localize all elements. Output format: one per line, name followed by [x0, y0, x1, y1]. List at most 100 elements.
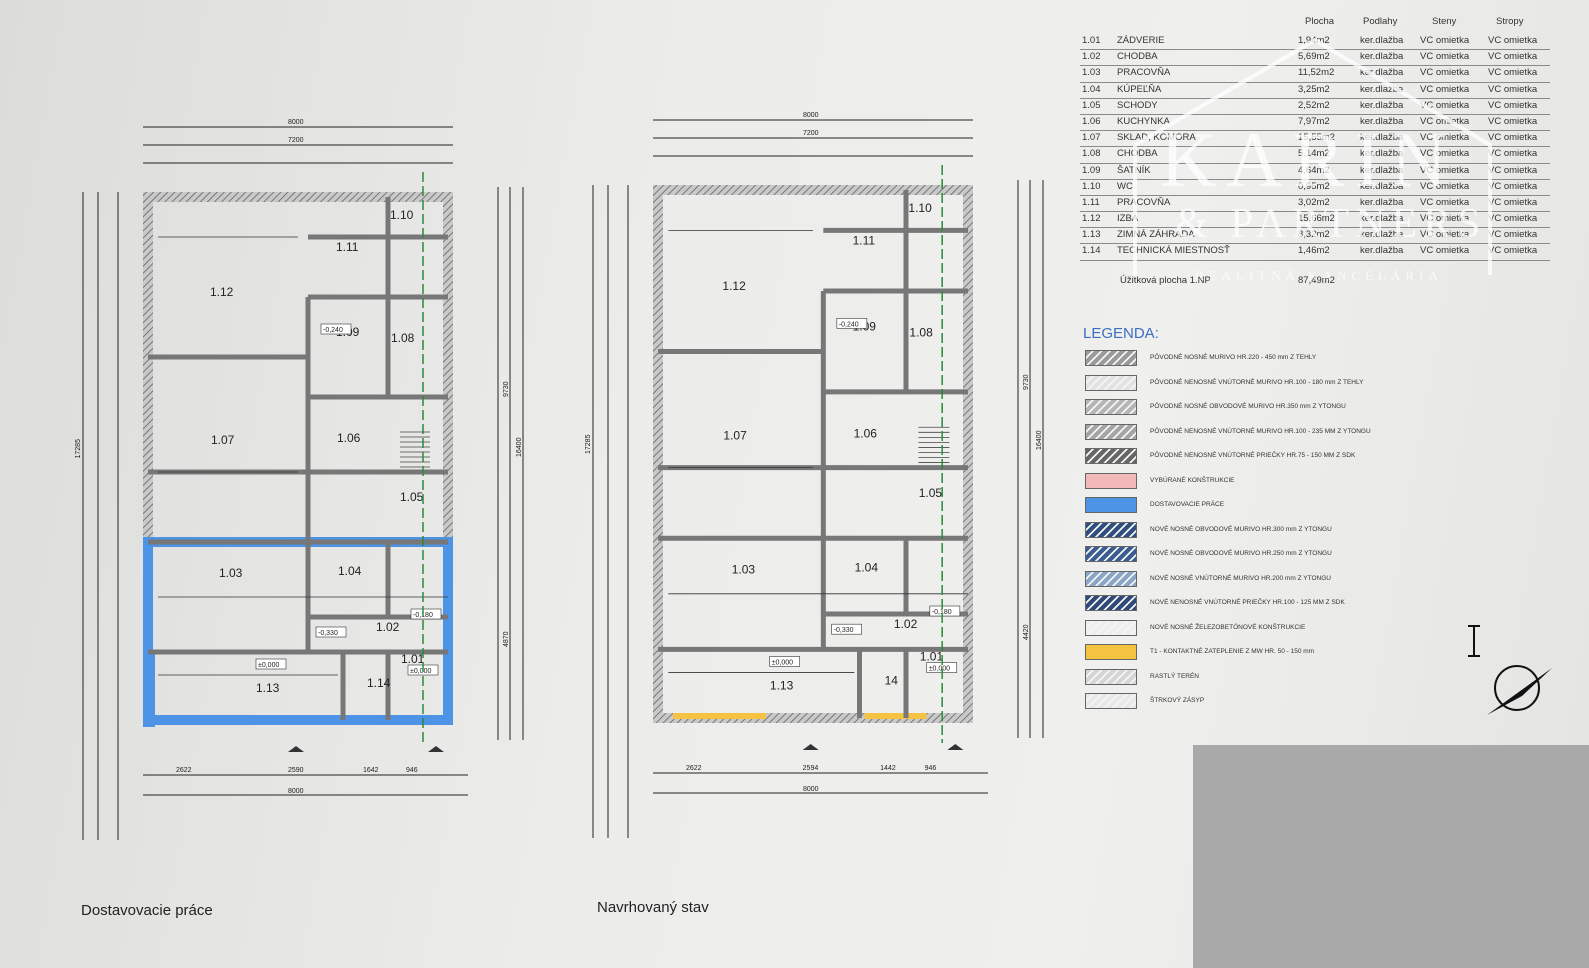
room-ceiling: VC omietka: [1488, 164, 1538, 176]
room-number: 1.01: [1082, 35, 1101, 46]
room-floor: ker.dlažba: [1360, 115, 1404, 127]
legend: LEGENDA: PÔVODNÉ NOSNÉ MURIVO HR.220 - 4…: [1083, 325, 1371, 718]
room-ceiling: VC omietka: [1488, 67, 1538, 79]
dimension-text: 8000: [288, 788, 304, 795]
level-mark-box: [315, 626, 347, 638]
room-label: 1.11: [336, 240, 359, 254]
room-area: 2,52m2: [1298, 99, 1330, 111]
dimension-text: 16400: [516, 437, 523, 457]
dimension-text: 8000: [803, 786, 819, 793]
room-number: 1.14: [1082, 245, 1101, 257]
room-floor: ker.dlažba: [1360, 132, 1404, 144]
room-walls: VC omietka: [1420, 35, 1470, 46]
legend-label: PÔVODNÉ NENOSNÉ VNÚTORNÉ MURIVO HR.100 -…: [1150, 378, 1364, 386]
room-area: 11,52m2: [1298, 67, 1335, 79]
legend-swatch: [1085, 570, 1137, 587]
legend-label: NOVÉ NOSNÉ OBVODOVÉ MURIVO HR.250 mm Z Y…: [1150, 550, 1332, 557]
room-area: 15,66m2: [1298, 213, 1335, 225]
legend-swatch: [1085, 546, 1137, 562]
room-label: 1.12: [210, 285, 234, 299]
room-ceiling: VC omietka: [1488, 51, 1538, 63]
room-ceiling: VC omietka: [1488, 213, 1538, 225]
room-floor: ker.dlažba: [1360, 180, 1404, 192]
room-label: 1.10: [908, 201, 932, 215]
total-label: Úžitková plocha 1.NP: [1120, 274, 1211, 286]
legend-item: PÔVODNÉ NENOSNÉ VNÚTORNÉ PRIEČKY HR.75 -…: [1083, 448, 1355, 473]
room-ceiling: VC omietka: [1488, 115, 1538, 127]
room-label: 1.04: [338, 564, 362, 578]
level-mark-box: [769, 656, 800, 667]
room-floor: ker.dlažba: [1360, 245, 1404, 257]
level-mark: ±0,000: [772, 659, 793, 666]
plan-navrhovany: 1.121.111.101.091.081.071.061.051.031.04…: [585, 112, 1044, 838]
room-walls: VC omietka: [1420, 99, 1470, 111]
room-area: 5,69m2: [1298, 51, 1330, 63]
dimension-text: 946: [925, 765, 937, 772]
legend-swatch: [1085, 644, 1137, 660]
room-floor: ker.dlažba: [1360, 35, 1404, 46]
room-label: 1.01: [401, 652, 425, 666]
exterior-wall: [143, 192, 453, 725]
dimension-text: 7200: [803, 130, 819, 137]
legend-item: PÔVODNÉ NOSNÉ OBVODOVÉ MURIVO HR.350 mm …: [1083, 399, 1346, 424]
room-walls: VC omietka: [1420, 67, 1470, 79]
legend-label: RASTLÝ TERÉN: [1150, 672, 1200, 680]
level-mark: ±0,000: [410, 668, 431, 675]
legend-swatch: [1085, 668, 1137, 685]
header-plocha: Plocha: [1305, 16, 1335, 27]
section-marker: [802, 744, 819, 750]
room-number: 1.08: [1082, 148, 1101, 160]
room-number: 1.04: [1082, 83, 1101, 95]
legend-swatch: [1085, 423, 1137, 440]
room-area: 1,94m2: [1298, 35, 1330, 46]
dimension-text: 2590: [288, 767, 304, 774]
level-mark: -0,240: [323, 327, 343, 334]
new-construction-fill: [143, 652, 155, 727]
room-ceiling: VC omietka: [1488, 229, 1538, 241]
level-mark: ±0,000: [258, 662, 279, 669]
room-label: 14: [885, 674, 899, 688]
room-floor: ker.dlažba: [1360, 83, 1404, 95]
legend-item: T1 - KONTAKTNÉ ZATEPLENIE Z MW HR. 50 - …: [1083, 644, 1314, 669]
legend-label: NOVÉ NOSNÉ ŽELEZOBETÓNOVÉ KONŠTRUKCIE: [1150, 623, 1306, 631]
legend-swatch: [1085, 374, 1137, 391]
header-steny: Steny: [1432, 16, 1457, 27]
table-total-row: Úžitková plocha 1.NP 87,49m2: [1080, 273, 1550, 291]
legend-swatch: [1085, 399, 1137, 415]
legend-title: LEGENDA:: [1083, 325, 1159, 342]
room-label: 1.02: [894, 617, 918, 631]
room-name: WC: [1117, 180, 1133, 192]
room-name: CHODBA: [1117, 148, 1158, 160]
room-number: 1.07: [1082, 132, 1101, 144]
legend-label: PÔVODNÉ NENOSNÉ VNÚTORNÉ PRIEČKY HR.75 -…: [1150, 452, 1356, 459]
room-name: KÚPEĽŇA: [1117, 83, 1162, 95]
level-mark: ±0,000: [929, 666, 950, 673]
room-area: 5,14m2: [1298, 148, 1330, 160]
dimension-text: 8000: [803, 112, 819, 119]
dimension-text: 9730: [503, 381, 510, 397]
room-number: 1.06: [1082, 115, 1101, 127]
room-label: 1.12: [722, 279, 746, 293]
legend-item: PÔVODNÉ NENOSNÉ VNÚTORNÉ MURIVO HR.100 -…: [1083, 374, 1363, 400]
legend-item: NOVÉ NOSNÉ VNÚTORNÉ MURIVO HR.200 mm Z Y…: [1083, 570, 1331, 596]
room-name: ZIMNÁ ZÁHRADA: [1117, 229, 1195, 241]
room-label: 1.02: [376, 620, 400, 634]
legend-swatch: [1085, 497, 1137, 513]
room-label: 1.14: [367, 676, 391, 690]
legend-swatch: [1085, 350, 1137, 366]
header-stropy: Stropy: [1496, 16, 1524, 27]
room-name: ŠATNÍK: [1117, 164, 1151, 176]
legend-label: DOSTAVOVACIE PRÁCE: [1150, 501, 1225, 508]
dimension-text: 4870: [503, 631, 510, 647]
level-mark: -0,330: [834, 627, 854, 634]
level-mark-box: [836, 317, 868, 329]
legend-item: ŠTRKOVÝ ZÁSYP: [1083, 693, 1204, 718]
